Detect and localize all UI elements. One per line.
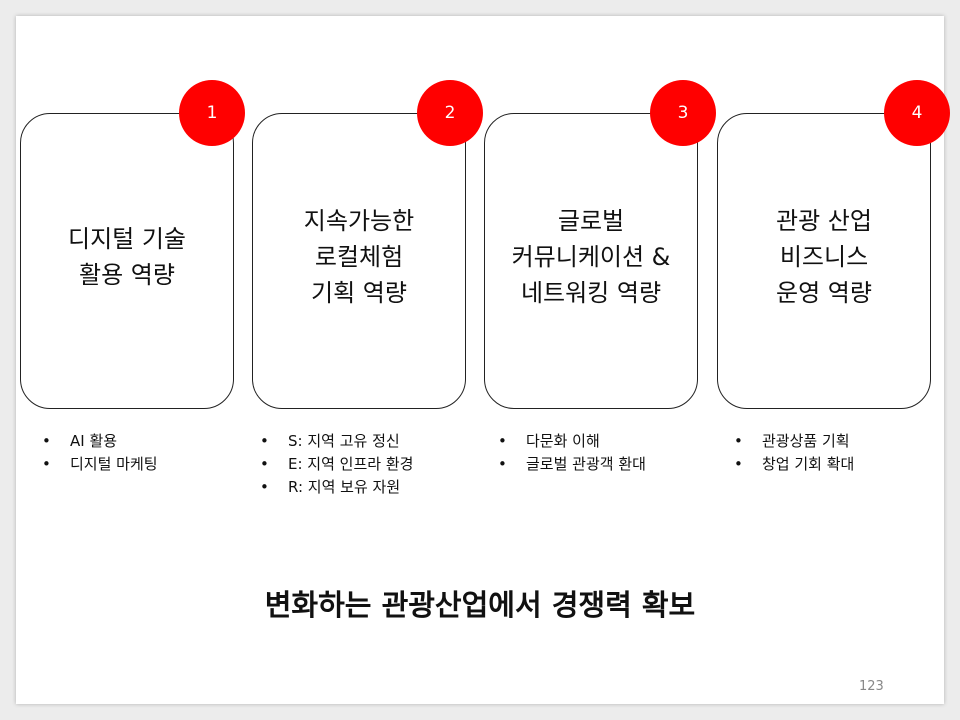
list-item: 다문화 이해 — [492, 430, 646, 453]
number-badge-1: 1 — [179, 80, 245, 146]
list-item: 창업 기회 확대 — [728, 453, 854, 476]
number-badge-4: 4 — [884, 80, 950, 146]
competency-card-2: 지속가능한 로컬체험 기획 역량 — [252, 113, 466, 409]
bullet-list-3: 다문화 이해 글로벌 관광객 환대 — [492, 430, 646, 476]
bullet-list-2: S: 지역 고유 정신 E: 지역 인프라 환경 R: 지역 보유 자원 — [254, 430, 413, 499]
number-badge-3: 3 — [650, 80, 716, 146]
list-item: R: 지역 보유 자원 — [254, 476, 413, 499]
competency-card-1: 디지털 기술 활용 역량 — [20, 113, 234, 409]
card-title: 지속가능한 로컬체험 기획 역량 — [303, 207, 415, 307]
page-number: 123 — [859, 679, 884, 694]
bullet-list-1: AI 활용 디지털 마케팅 — [36, 430, 158, 476]
card-title: 디지털 기술 활용 역량 — [67, 225, 187, 289]
number-badge-2: 2 — [417, 80, 483, 146]
competency-card-3: 글로벌 커뮤니케이션 & 네트워킹 역량 — [484, 113, 698, 409]
list-item: AI 활용 — [36, 430, 158, 453]
list-item: E: 지역 인프라 환경 — [254, 453, 413, 476]
slide-headline: 변화하는 관광산업에서 경쟁력 확보 — [264, 588, 696, 622]
competency-card-4: 관광 산업 비즈니스 운영 역량 — [717, 113, 931, 409]
bullet-list-4: 관광상품 기획 창업 기회 확대 — [728, 430, 854, 476]
card-title: 관광 산업 비즈니스 운영 역량 — [776, 207, 872, 307]
card-title: 글로벌 커뮤니케이션 & 네트워킹 역량 — [511, 207, 671, 307]
list-item: 관광상품 기획 — [728, 430, 854, 453]
list-item: 디지털 마케팅 — [36, 453, 158, 476]
slide: 디지털 기술 활용 역량 1 AI 활용 디지털 마케팅 지속가능한 로컬체험 … — [16, 16, 950, 704]
list-item: S: 지역 고유 정신 — [254, 430, 413, 453]
list-item: 글로벌 관광객 환대 — [492, 453, 646, 476]
